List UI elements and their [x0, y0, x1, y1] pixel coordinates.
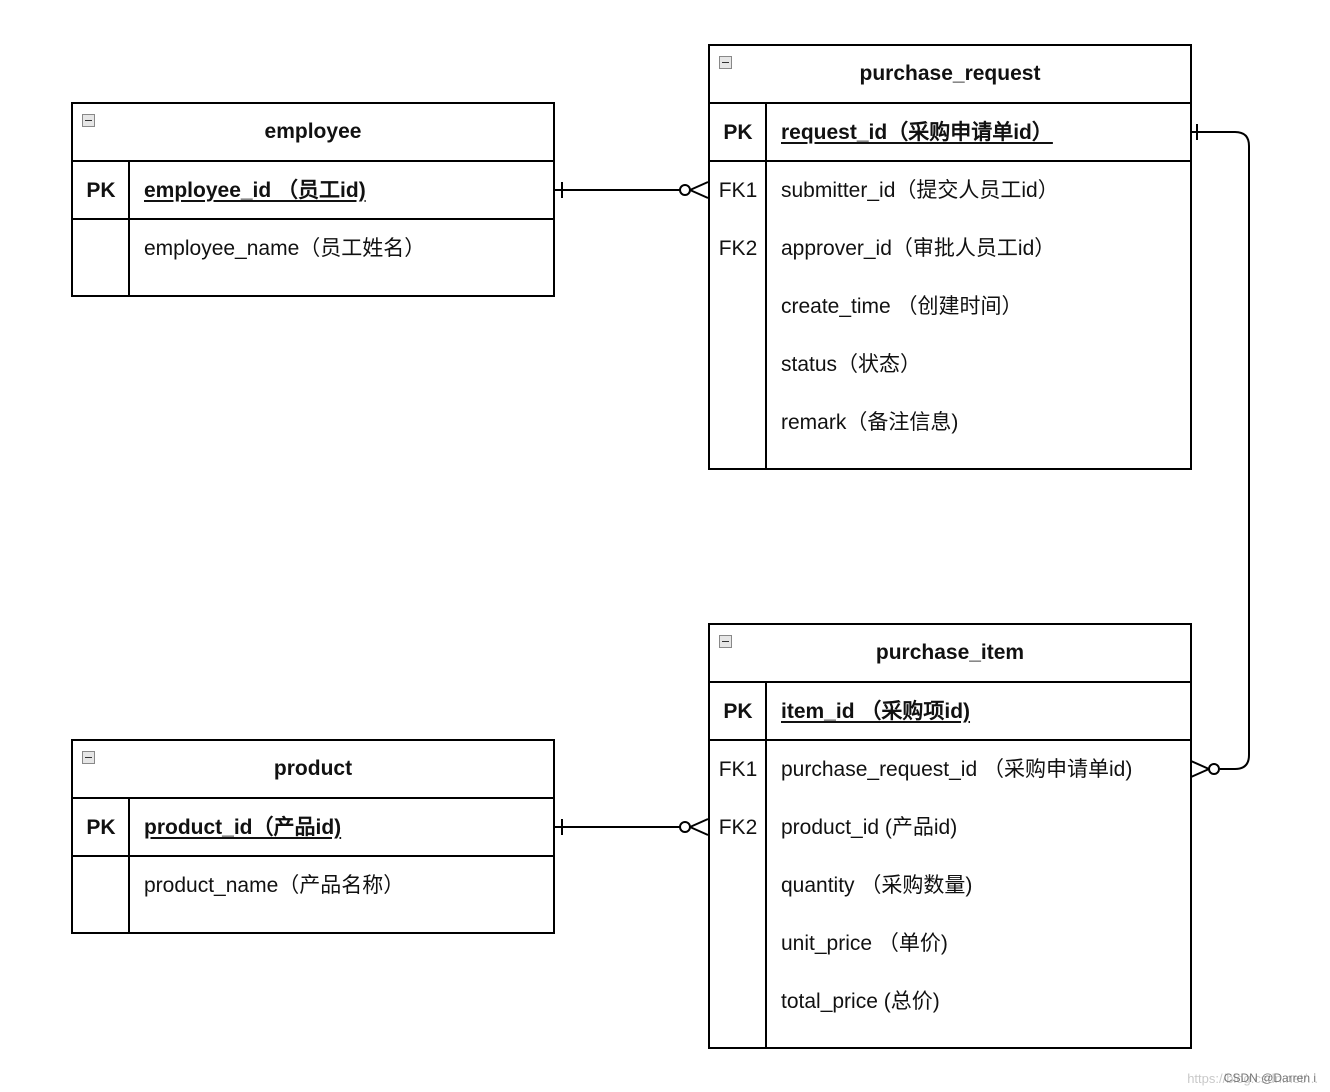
- entity-title: product: [273, 757, 353, 780]
- item-request-zero-mark: [1208, 763, 1220, 775]
- fk2-label: FK2: [718, 816, 758, 839]
- entity-purchase-item[interactable]: purchase_item PK item_id （采购项id) FK1 FK2…: [708, 623, 1192, 1049]
- collapse-icon[interactable]: [719, 56, 732, 69]
- entity-purchase-request[interactable]: purchase_request PK request_id（采购申请单id） …: [708, 44, 1192, 470]
- attribute[interactable]: product_name（产品名称）: [144, 874, 405, 897]
- primary-key-row[interactable]: PK product_id（产品id): [73, 799, 553, 857]
- attribute[interactable]: submitter_id（提交人员工id）: [781, 179, 1059, 202]
- attribute-list: FK1 FK2 purchase_request_id （采购申请单id) pr…: [710, 741, 1190, 1047]
- pk-attribute: request_id（采购申请单id）: [781, 121, 1053, 144]
- fk2-label: FK2: [718, 237, 758, 260]
- item-zero-mark: [679, 821, 691, 833]
- attribute[interactable]: employee_name（员工姓名）: [144, 237, 426, 260]
- attribute[interactable]: status（状态）: [781, 353, 922, 376]
- request-crow-top: [689, 181, 709, 191]
- attribute[interactable]: create_time （创建时间）: [781, 295, 1023, 318]
- pk-label: PK: [723, 700, 753, 723]
- collapse-icon[interactable]: [82, 751, 95, 764]
- fk1-label: FK1: [718, 179, 758, 202]
- primary-key-row[interactable]: PK request_id（采购申请单id）: [710, 104, 1190, 162]
- entity-title: purchase_request: [859, 62, 1041, 85]
- attribute[interactable]: quantity （采购数量): [781, 874, 973, 897]
- item-request-crow-top: [1190, 760, 1210, 770]
- entity-employee[interactable]: employee PK employee_id （员工id) employee_…: [71, 102, 555, 297]
- attribute[interactable]: unit_price （单价): [781, 932, 948, 955]
- collapse-icon[interactable]: [719, 635, 732, 648]
- attribute[interactable]: remark（备注信息): [781, 411, 959, 434]
- attribute-list: employee_name（员工姓名）: [73, 220, 553, 295]
- request-zero-mark: [679, 184, 691, 196]
- attribute-list: FK1 FK2 submitter_id（提交人员工id） approver_i…: [710, 162, 1190, 468]
- item-crow-top: [689, 818, 709, 828]
- attribute[interactable]: product_id (产品id): [781, 816, 958, 839]
- pk-label: PK: [86, 179, 116, 202]
- primary-key-row[interactable]: PK item_id （采购项id): [710, 683, 1190, 741]
- attribute-list: product_name（产品名称）: [73, 857, 553, 932]
- attribute[interactable]: total_price (总价): [781, 990, 940, 1013]
- pk-attribute: product_id（产品id): [144, 816, 342, 839]
- pk-label: PK: [723, 121, 753, 144]
- request-item-line: [1191, 131, 1250, 770]
- entity-title: employee: [264, 120, 362, 143]
- watermark-credit: CSDN @Darren i: [1223, 1071, 1316, 1085]
- pk-label: PK: [86, 816, 116, 839]
- item-request-crow-bottom: [1190, 768, 1210, 778]
- fk1-label: FK1: [718, 758, 758, 781]
- entity-product[interactable]: product PK product_id（产品id) product_name…: [71, 739, 555, 934]
- entity-title: purchase_item: [875, 641, 1025, 664]
- entity-header: product: [73, 741, 553, 799]
- primary-key-row[interactable]: PK employee_id （员工id): [73, 162, 553, 220]
- entity-header: purchase_request: [710, 46, 1190, 104]
- entity-header: employee: [73, 104, 553, 162]
- attribute[interactable]: purchase_request_id （采购申请单id): [781, 758, 1133, 781]
- watermark-url: https://blog.csdn.net/...: [1187, 1071, 1318, 1086]
- request-crow-bottom: [689, 189, 709, 199]
- item-crow-bottom: [689, 826, 709, 836]
- attribute[interactable]: approver_id（审批人员工id）: [781, 237, 1056, 260]
- entity-header: purchase_item: [710, 625, 1190, 683]
- pk-attribute: employee_id （员工id): [144, 179, 366, 202]
- collapse-icon[interactable]: [82, 114, 95, 127]
- pk-attribute: item_id （采购项id): [781, 700, 971, 723]
